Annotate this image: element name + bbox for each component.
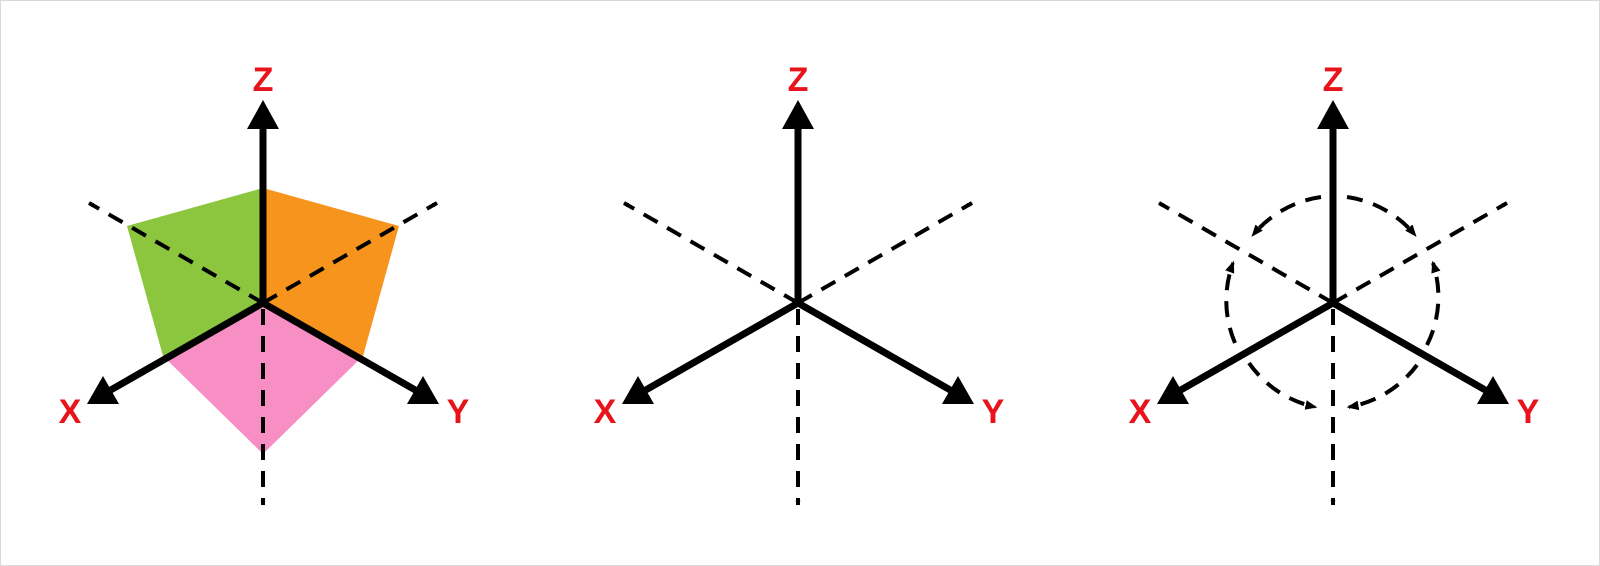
orange-face [263,188,399,356]
panel-plain-axes: Z X Y [594,61,1005,506]
y-axis [261,299,419,395]
panel-colored-faces: Z X Y [59,61,470,506]
y-axis [1331,299,1489,395]
x-axis [642,299,800,395]
z-axis-label: Z [1323,61,1344,99]
negative-y-axis-dashed [1332,201,1508,305]
x-axis [107,299,265,395]
rotation-arc-left [1224,260,1237,344]
green-face [127,188,263,356]
negative-y-axis-dashed [797,201,973,305]
x-axis-arrowhead [87,376,119,404]
y-axis-label: Y [1517,393,1540,431]
x-axis-label: X [59,393,82,431]
y-axis-label: Y [447,393,470,431]
y-axis-arrowhead [942,376,974,404]
z-axis-arrowhead [247,100,279,129]
y-axis-arrowhead [1477,376,1509,404]
z-axis-label: Z [788,61,809,99]
z-axis-label: Z [253,61,274,99]
panel-rotation-arcs: Z X Y [1129,61,1540,506]
z-axis-arrowhead [1317,100,1349,129]
rotation-arc-bottom-right [1346,363,1419,411]
rotation-arc-top-right [1346,195,1417,237]
negative-x-axis-dashed [623,201,799,305]
y-axis-label: Y [982,393,1005,431]
negative-x-axis-dashed [88,201,264,305]
negative-x-axis-dashed [1158,201,1334,305]
x-axis-arrowhead [622,376,654,404]
y-axis-arrowhead [407,376,439,404]
negative-y-axis-dashed [262,201,438,305]
y-axis [796,299,954,395]
z-axis-arrowhead [782,100,814,129]
rotation-arc-right [1425,260,1441,346]
x-axis-label: X [594,393,617,431]
x-axis-label: X [1129,393,1152,431]
x-axis [1177,299,1335,395]
x-axis-arrowhead [1157,376,1189,404]
rotation-arc-top-left [1251,195,1322,237]
rotation-arc-bottom-left [1247,361,1318,410]
